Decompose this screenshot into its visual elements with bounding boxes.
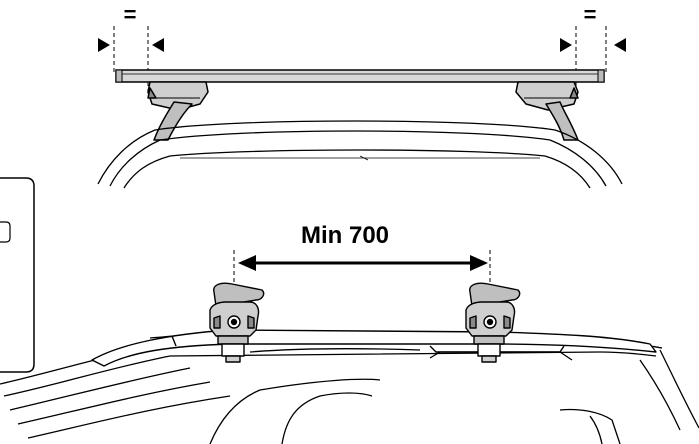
arrow-left-icon [238,255,256,271]
left-overhang-guides [113,26,149,92]
roof-bar [115,69,605,83]
distance-arrow [238,255,488,271]
left-rail-clamp [209,282,265,363]
distance-guides [233,250,491,290]
right-rail-clamp [465,282,521,363]
right-foot [515,81,579,141]
left-inner-arrow-icon [152,38,164,52]
min-distance-label: Min 700 [301,222,389,249]
top-view: = = [97,2,626,189]
side-fragment [0,177,35,373]
roof-rail [91,329,657,367]
left-foot [147,81,209,141]
right-inner-arrow-icon [614,38,626,52]
left-equal-mark: = [124,2,137,27]
car-roof-top [97,120,623,189]
right-overhang-guides [575,26,607,92]
right-outer-arrow-icon [560,38,572,52]
right-equal-mark: = [584,2,597,27]
bottom-view: Min 700 [0,222,699,444]
left-outer-arrow-icon [98,38,110,52]
arrow-right-icon [470,255,488,271]
